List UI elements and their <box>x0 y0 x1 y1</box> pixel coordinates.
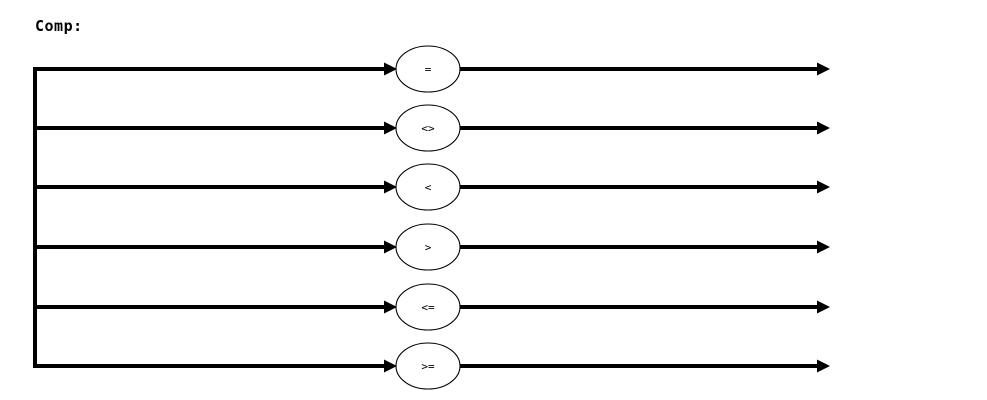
entry-arrowhead-4 <box>384 240 397 254</box>
operator-node-2[interactable]: <> <box>395 104 461 152</box>
operator-node-label-4: > <box>425 241 432 254</box>
branch-group <box>33 62 830 373</box>
operator-node-1[interactable]: = <box>395 45 461 93</box>
operator-node-shape-1 <box>395 45 461 93</box>
operator-node-label-2: <> <box>421 122 435 135</box>
operator-node-6[interactable]: >= <box>395 342 461 390</box>
entry-arrowhead-6 <box>384 359 397 373</box>
exit-arrowhead-6 <box>817 359 830 373</box>
exit-arrowhead-1 <box>817 62 830 76</box>
operator-node-3[interactable]: < <box>395 163 461 211</box>
exit-arrowhead-3 <box>817 180 830 194</box>
operator-node-4[interactable]: > <box>395 223 461 271</box>
operator-node-shape-2 <box>395 104 461 152</box>
exit-arrowhead-4 <box>817 240 830 254</box>
exit-arrowhead-2 <box>817 121 830 135</box>
entry-arrowhead-1 <box>384 62 397 76</box>
operator-node-shape-4 <box>395 223 461 271</box>
operator-node-shape-5 <box>395 283 461 331</box>
operator-node-label-6: >= <box>421 360 435 373</box>
operator-node-shape-3 <box>395 163 461 211</box>
operator-node-label-1: = <box>425 63 432 76</box>
operator-node-shape-6 <box>395 342 461 390</box>
entry-arrowhead-5 <box>384 300 397 314</box>
operator-node-label-5: <= <box>421 301 435 314</box>
diagram-title-label: Comp: <box>35 17 83 35</box>
operator-node-5[interactable]: <= <box>395 283 461 331</box>
entry-arrowhead-2 <box>384 121 397 135</box>
entry-arrowhead-3 <box>384 180 397 194</box>
exit-arrowhead-5 <box>817 300 830 314</box>
node-group: =<><><=>= <box>395 45 461 390</box>
operator-node-label-3: < <box>425 181 432 194</box>
